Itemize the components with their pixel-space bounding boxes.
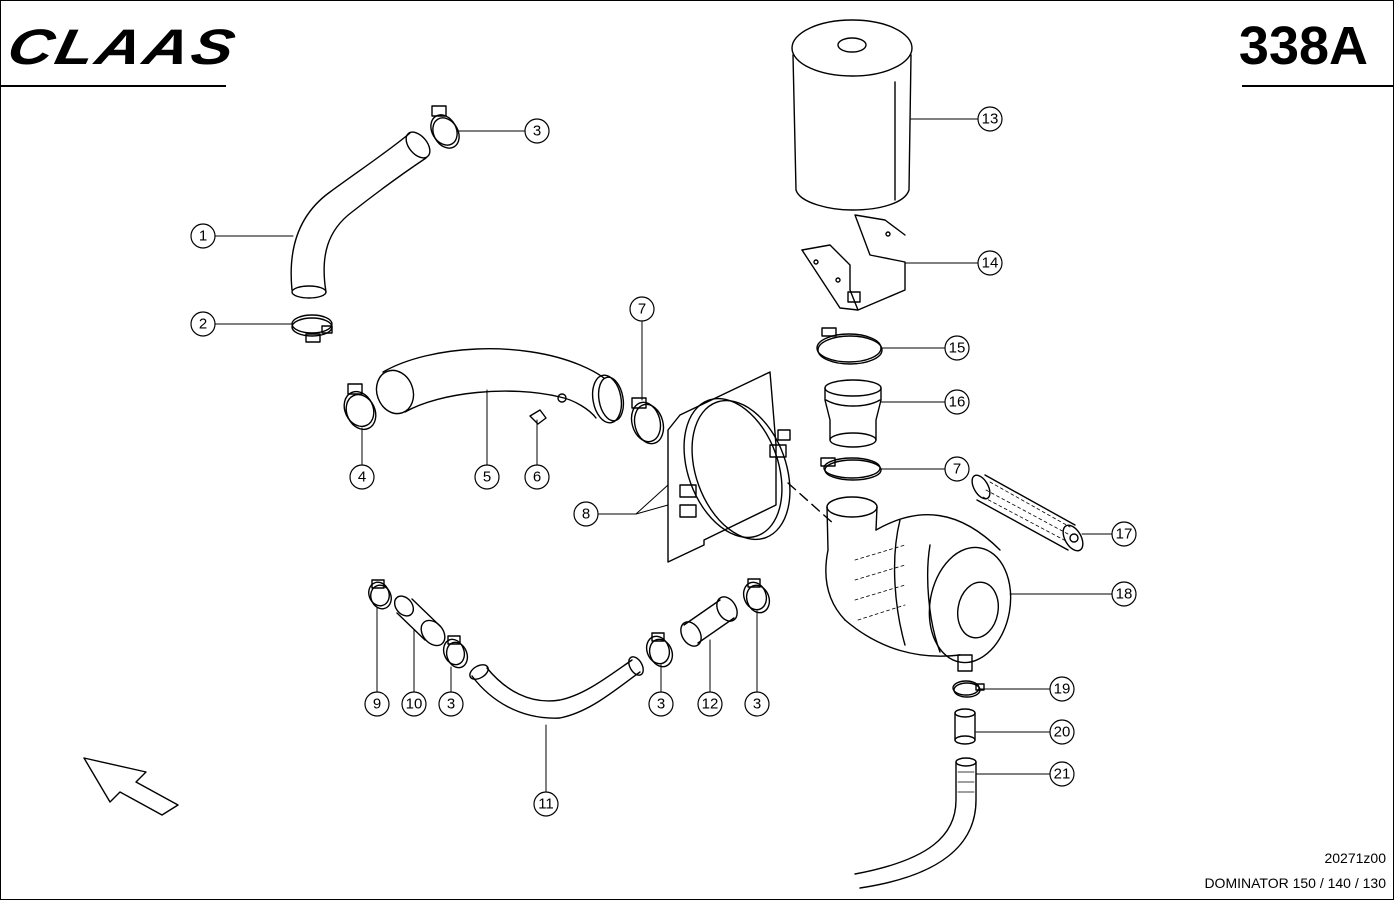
svg-text:3: 3 <box>447 696 455 713</box>
svg-text:1: 1 <box>199 228 207 245</box>
callout-14: 14 <box>977 250 1003 276</box>
part-17-safety-element[interactable] <box>968 472 1086 554</box>
svg-text:9: 9 <box>373 696 381 713</box>
part-1-hose[interactable] <box>290 128 434 299</box>
part-2-clamp[interactable] <box>291 314 333 343</box>
callout-11: 11 <box>533 791 559 817</box>
svg-text:7: 7 <box>638 301 646 318</box>
callout-2: 2 <box>190 311 216 337</box>
svg-text:6: 6 <box>533 469 541 486</box>
model-designation: DOMINATOR 150 / 140 / 130 <box>1204 875 1386 891</box>
part-10-sleeve[interactable] <box>391 592 450 650</box>
callout-4: 4 <box>349 464 375 490</box>
part-20-valve[interactable] <box>954 708 976 745</box>
callout-5: 5 <box>474 464 500 490</box>
drawing-code: 20271z00 <box>1324 850 1386 866</box>
callout-15: 15 <box>944 335 970 361</box>
callout-8: 8 <box>573 501 599 527</box>
svg-text:5: 5 <box>483 469 491 486</box>
callout-3-a: 3 <box>438 691 464 717</box>
svg-text:2: 2 <box>199 316 207 333</box>
svg-text:4: 4 <box>358 469 366 486</box>
part-6-nipple[interactable] <box>529 409 547 425</box>
part-7-clamp-lower[interactable] <box>820 457 882 481</box>
svg-text:11: 11 <box>538 796 554 813</box>
part-18-air-filter-housing[interactable] <box>825 496 1020 672</box>
callout-9: 9 <box>364 691 390 717</box>
callout-7-upper: 7 <box>629 296 655 322</box>
callout-21: 21 <box>1049 761 1075 787</box>
part-21-drain-hose[interactable] <box>854 757 977 889</box>
part-13-filter-cartridge[interactable] <box>791 19 913 211</box>
travel-direction-arrow-icon <box>83 757 179 816</box>
svg-text:3: 3 <box>657 696 665 713</box>
svg-text:17: 17 <box>1116 526 1133 543</box>
svg-text:20: 20 <box>1054 724 1071 741</box>
part-19-clamp[interactable] <box>952 680 985 698</box>
callout-6: 6 <box>524 464 550 490</box>
part-5-pipe[interactable] <box>371 348 627 425</box>
callout-12: 12 <box>697 691 723 717</box>
part-16-reducer[interactable] <box>824 379 882 448</box>
callout-13: 13 <box>977 106 1003 132</box>
svg-text:10: 10 <box>406 696 423 713</box>
svg-text:19: 19 <box>1054 681 1071 698</box>
svg-text:15: 15 <box>949 340 966 357</box>
svg-text:21: 21 <box>1054 766 1071 783</box>
callout-7-lower: 7 <box>944 456 970 482</box>
svg-text:16: 16 <box>949 394 966 411</box>
svg-text:14: 14 <box>982 255 999 272</box>
callout-3-b: 3 <box>648 691 674 717</box>
part-14-bracket[interactable] <box>801 214 906 311</box>
svg-text:12: 12 <box>702 696 719 713</box>
part-7-clamp-upper[interactable] <box>627 397 667 447</box>
part-11-hose[interactable] <box>467 654 646 719</box>
callout-18: 18 <box>1111 581 1137 607</box>
part-3-clamp-a[interactable] <box>440 635 471 671</box>
part-12-hose[interactable] <box>677 593 742 650</box>
callout-19: 19 <box>1049 676 1075 702</box>
callout-3-c: 3 <box>744 691 770 717</box>
callout-20: 20 <box>1049 719 1075 745</box>
svg-text:3: 3 <box>753 696 761 713</box>
part-3-clamp-top[interactable] <box>426 105 465 153</box>
part-9-clamp[interactable] <box>365 579 394 611</box>
callouts: 1 2 3 4 5 6 7 8 9 10 3 11 3 12 3 13 14 1… <box>190 106 1137 817</box>
callout-16: 16 <box>944 389 970 415</box>
logo-underline <box>0 85 226 87</box>
callout-10: 10 <box>401 691 427 717</box>
svg-text:8: 8 <box>582 506 590 523</box>
svg-text:13: 13 <box>982 111 999 128</box>
callout-1: 1 <box>190 223 216 249</box>
part-3-clamp-b[interactable] <box>643 632 676 670</box>
callout-17: 17 <box>1111 521 1137 547</box>
svg-text:3: 3 <box>533 123 541 140</box>
leader-lines <box>214 118 1113 793</box>
part-3-clamp-c[interactable] <box>740 578 773 616</box>
page-number-underline <box>1242 85 1394 87</box>
page-number: 338A <box>1238 16 1368 76</box>
part-8-bracket[interactable] <box>666 371 836 563</box>
callout-3: 3 <box>524 118 550 144</box>
part-15-clamp[interactable] <box>816 327 883 365</box>
svg-text:18: 18 <box>1116 586 1133 603</box>
part-4-clamp[interactable] <box>339 383 382 434</box>
svg-text:7: 7 <box>953 461 961 478</box>
